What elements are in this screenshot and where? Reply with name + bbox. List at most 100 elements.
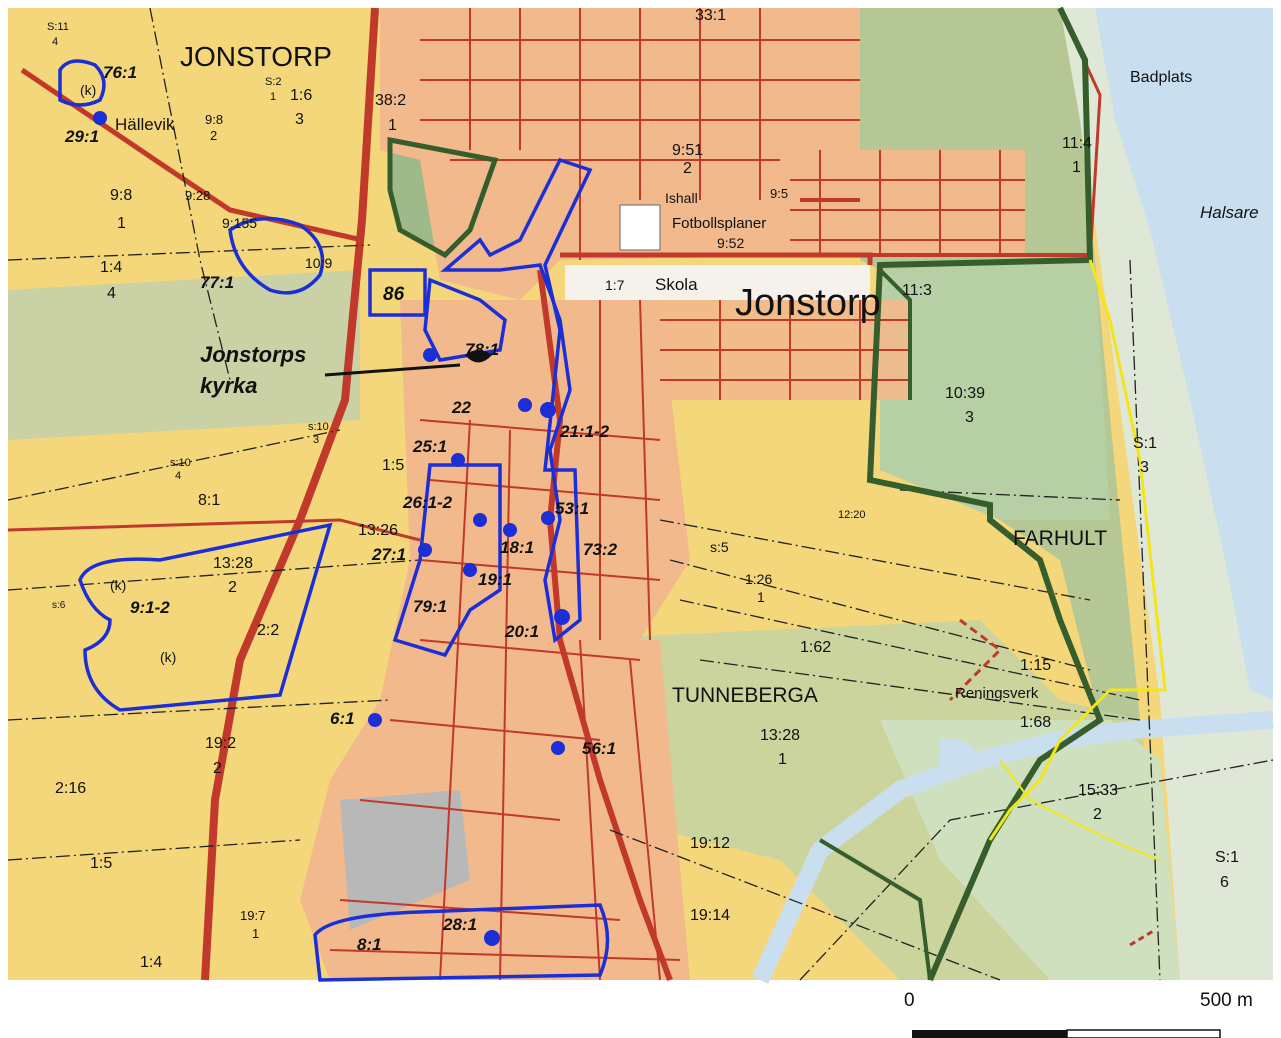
trail	[988, 259, 1167, 841]
property-label: 11:3	[902, 282, 932, 299]
road-north-east	[800, 198, 1090, 257]
river	[751, 711, 1274, 984]
site-label: 6:1	[330, 709, 355, 728]
site-76-outline	[58, 59, 106, 107]
property-label: 15:33	[1078, 782, 1118, 799]
property-label: s:10	[308, 421, 329, 433]
site-label: 86	[383, 284, 405, 305]
reserve-boundary-inner	[878, 268, 912, 400]
property-label: 1:4	[140, 954, 162, 971]
church-leader-line	[324, 363, 461, 377]
site-77-outline	[228, 216, 325, 295]
property-label: 9:28	[185, 188, 210, 203]
site-marker-20	[554, 609, 570, 625]
sea-area	[1095, 8, 1273, 700]
property-label: 33:1	[695, 7, 726, 24]
property-label: 2	[1093, 806, 1102, 823]
property-label: s:10	[170, 457, 191, 469]
property-label: 1:26	[745, 571, 772, 587]
road-west-field	[7, 518, 421, 542]
scale-bar-black	[912, 1030, 1067, 1038]
label-skola: Skola	[655, 275, 698, 294]
red-dashed-south	[1129, 928, 1156, 947]
site-marker-29	[93, 111, 107, 125]
site-marker-25	[451, 453, 465, 467]
property-label: 3	[295, 111, 304, 128]
property-label: 9:5	[770, 186, 788, 201]
site-label: 29:1	[64, 127, 99, 146]
label-church-line2: kyrka	[200, 373, 258, 398]
property-label: 4	[107, 285, 116, 302]
property-label: s:6	[52, 600, 66, 611]
property-label: 9:8	[205, 112, 223, 127]
property-label: 4	[175, 470, 181, 482]
property-label: 2	[210, 128, 217, 143]
site-label: 22	[451, 398, 471, 417]
site-label: 18:1	[500, 538, 534, 557]
site-label: 26:1-2	[402, 493, 453, 512]
property-label: 1:15	[1020, 657, 1051, 674]
site-label: 56:1	[582, 739, 616, 758]
site-label: 73:2	[583, 540, 618, 559]
property-label: 38:2	[375, 92, 406, 109]
site-marker-22	[518, 398, 532, 412]
property-label: 6	[1220, 874, 1229, 891]
property-label: 1	[270, 91, 276, 103]
street-grid	[329, 8, 1025, 981]
site-marker-27	[418, 543, 432, 557]
scale-start-label: 0	[904, 990, 915, 1011]
site-marker-19	[463, 563, 477, 577]
label-reningsverk: Reningsverk	[955, 685, 1039, 702]
property-label: 9:155	[222, 215, 257, 231]
property-label: S:1	[1133, 435, 1157, 452]
site-outlines	[58, 59, 610, 982]
property-label: 19:7	[240, 908, 265, 923]
label-ishall: Ishall	[665, 190, 698, 206]
label-tunneberga: TUNNEBERGA	[672, 684, 818, 707]
property-label: 19:14	[690, 907, 730, 924]
property-label: 10:9	[305, 255, 332, 271]
property-label: 2	[228, 579, 237, 596]
label-jonstorp-top: JONSTORP	[180, 41, 332, 72]
property-label: 4	[52, 36, 58, 48]
property-label: 1	[117, 215, 126, 232]
shore-area	[1060, 8, 1273, 980]
label-church-line1: Jonstorps	[200, 342, 306, 367]
property-label: 10:39	[945, 385, 985, 402]
site-marker-21	[540, 402, 556, 418]
site-marker-78	[423, 348, 437, 362]
property-label: 1	[252, 926, 259, 941]
site-label: 19:1	[478, 570, 512, 589]
label-farhult: FARHULT	[1013, 527, 1107, 550]
urban-north-east	[780, 150, 1025, 255]
label-hallevik: Hällevik	[115, 115, 175, 134]
site-label: 21:1-2	[559, 422, 610, 441]
property-label: (k)	[80, 82, 96, 98]
boundary-south	[818, 838, 932, 981]
property-label: 9:52	[717, 235, 744, 251]
trail-south	[999, 759, 1161, 861]
site-label: 8:1	[357, 935, 382, 954]
site-label: 76:1	[103, 63, 137, 82]
property-label: 9:8	[110, 187, 132, 204]
property-label: S:1	[1215, 849, 1239, 866]
industrial-area	[340, 790, 470, 930]
ishall-building	[619, 204, 661, 251]
scale-end-label: 500 m	[1200, 990, 1253, 1011]
property-label: 2	[683, 160, 692, 177]
property-label: 1:4	[100, 259, 122, 276]
site-marker-6	[368, 713, 382, 727]
property-label: 8:1	[198, 492, 220, 509]
site-label: 77:1	[200, 273, 234, 292]
property-label: 1	[757, 589, 765, 605]
property-label: 9:51	[672, 142, 703, 159]
site-78-outline	[423, 277, 507, 362]
site-marker-56	[551, 741, 565, 755]
property-label: (k)	[160, 649, 176, 665]
site-label: 78:1	[465, 340, 499, 359]
property-label: 3	[1140, 459, 1149, 476]
property-label: 13:28	[213, 555, 253, 572]
site-marker-28	[484, 930, 500, 946]
property-label: S:11	[47, 21, 69, 33]
